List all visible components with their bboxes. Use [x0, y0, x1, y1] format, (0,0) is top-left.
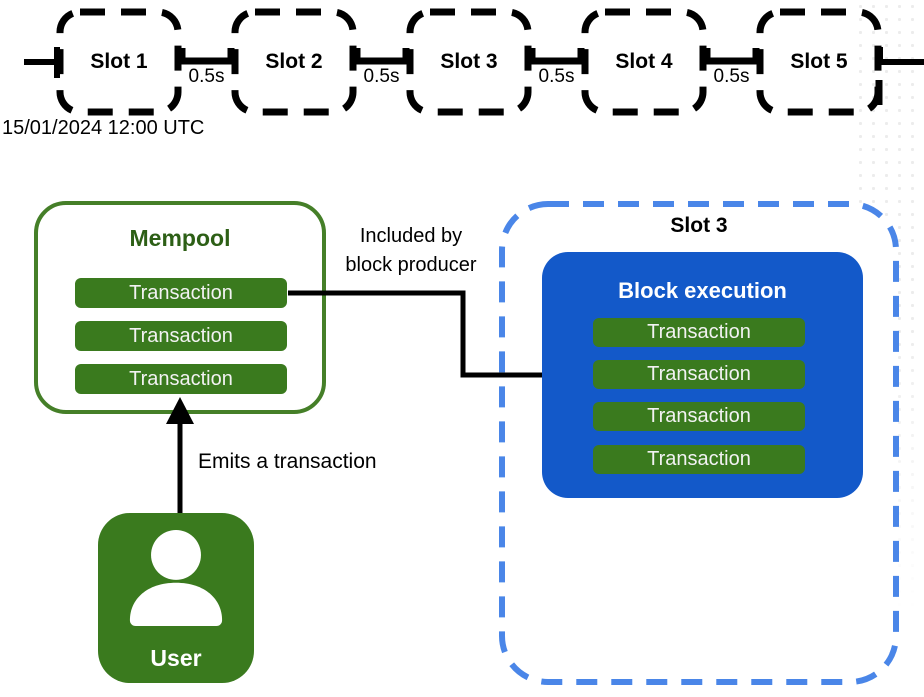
mempool-transaction-1: Transaction	[75, 278, 287, 308]
block-transaction-2: Transaction	[593, 360, 805, 389]
slot-5-label: Slot 5	[790, 50, 848, 73]
block-execution-title: Block execution	[618, 278, 787, 303]
slot-2-label: Slot 2	[265, 50, 323, 73]
timeline-start-timestamp: 15/01/2024 12:00 UTC	[2, 117, 205, 139]
interval-label-4: 0.5s	[713, 66, 750, 87]
mempool-transaction-3: Transaction	[75, 364, 287, 394]
included-by-annotation: Included by block producer	[321, 222, 501, 280]
slot-4-label: Slot 4	[615, 50, 673, 73]
block-transaction-4: Transaction	[593, 445, 805, 474]
block-transaction-3: Transaction	[593, 402, 805, 431]
mempool-title: Mempool	[129, 225, 231, 251]
interval-label-2: 0.5s	[363, 66, 400, 87]
interval-label-1: 0.5s	[188, 66, 225, 87]
current-slot-title: Slot 3	[670, 214, 728, 237]
user-label: User	[150, 645, 202, 671]
emits-transaction-annotation: Emits a transaction	[198, 450, 377, 473]
slot-3-label: Slot 3	[440, 50, 498, 73]
included-by-line2: block producer	[345, 254, 477, 276]
mempool-transaction-2: Transaction	[75, 321, 287, 351]
person-icon	[129, 530, 223, 626]
included-by-line1: Included by	[359, 225, 463, 247]
slot-1-label: Slot 1	[90, 50, 148, 73]
interval-label-3: 0.5s	[538, 66, 575, 87]
block-transaction-1: Transaction	[593, 318, 805, 347]
user-node: User	[98, 513, 254, 683]
